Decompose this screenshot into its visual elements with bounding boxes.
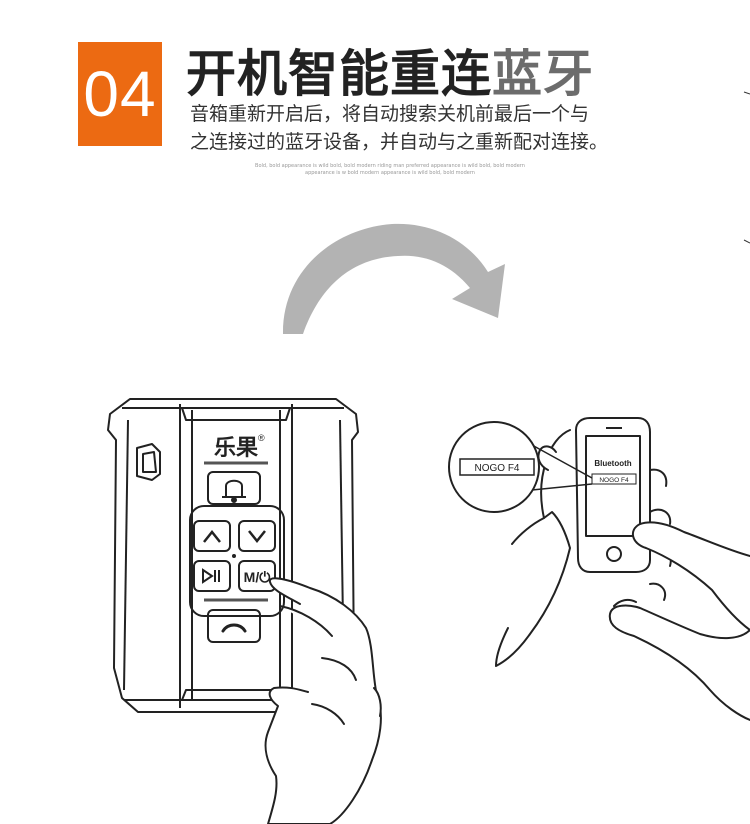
phone-hangup-icon [221,623,247,633]
hand-holding-phone [495,429,672,667]
description-line-1: 音箱重新开启后，将自动搜索关机前最后一个与 [190,103,590,125]
feature-title-main: 开机智能重连 [186,45,492,103]
phone-device-name: NOGO F4 [599,477,629,484]
callout-device-name: NOGO F4 [474,463,519,474]
feature-title: 开机智能重连蓝牙 [186,34,594,106]
hand-pressing-button [264,577,382,824]
feature-description: 音箱重新开启后，将自动搜索关机前最后一个与 之连接过的蓝牙设备，并自动与之重新配… [190,100,608,156]
indicator-light [232,554,236,558]
fine-print: Bold, bold appearance is wild bold, bold… [240,163,540,177]
bell-icon [222,479,246,503]
mode-power-icon: M/⏻ [244,569,271,585]
phone-bluetooth-heading: Bluetooth [594,459,631,468]
finger-touching [608,521,750,721]
fine-print-line-1: Bold, bold appearance is wild bold, bold… [255,163,525,169]
feature-title-accent: 蓝牙 [492,45,594,103]
speaker-brand-logo: 乐果 [214,435,258,460]
speaker-registered-mark: ® [258,433,265,443]
volume-up-icon [203,529,221,543]
smartphone [575,417,651,573]
callout-device-entry [459,458,535,476]
reconnect-arrow-icon [282,223,505,334]
step-number: 04 [83,58,157,130]
description-line-2: 之连接过的蓝牙设备，并自动与之重新配对连接。 [190,131,609,153]
phone-device-entry [591,473,637,485]
play-pause-icon [202,568,220,584]
fine-print-line-2: appearance is w bold modern appearance i… [305,170,475,176]
step-number-badge: 04 [78,42,162,146]
volume-down-icon [248,530,266,544]
